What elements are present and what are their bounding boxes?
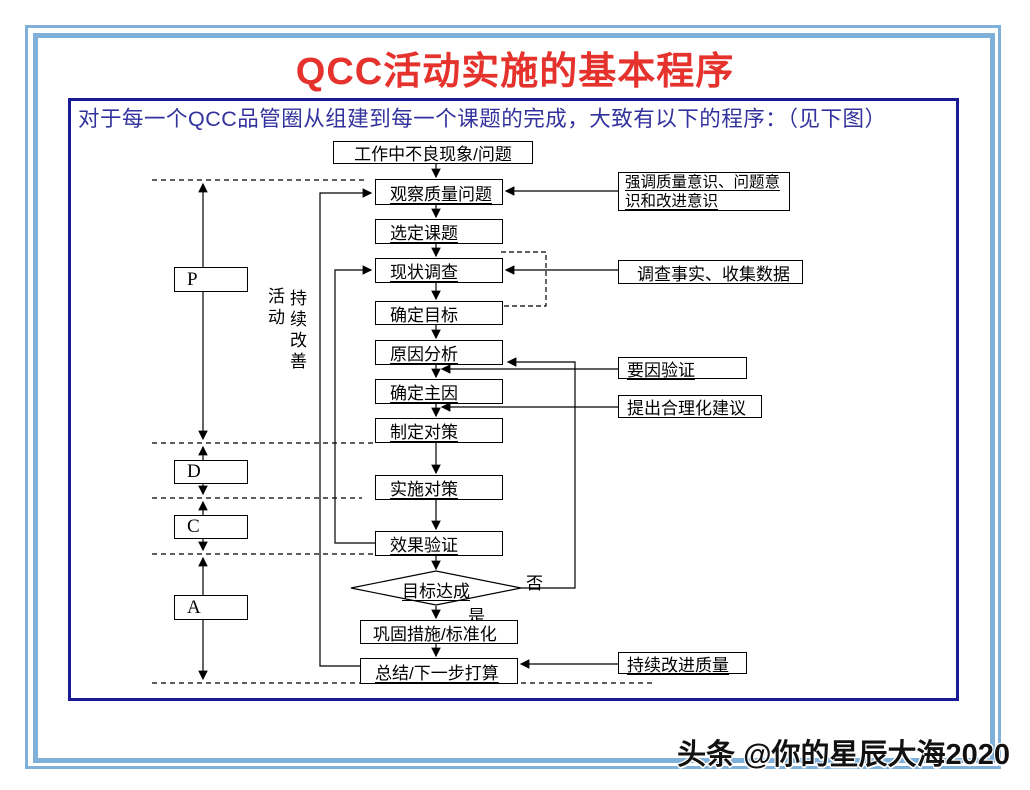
decision-goal-reached: 目标达成	[402, 582, 470, 601]
flow-step-select-topic: 选定课题	[375, 219, 503, 244]
decorative-frame-inner	[33, 33, 995, 763]
decision-no-label: 否	[526, 574, 543, 593]
flow-step-summary-next: 总结/下一步打算	[360, 658, 518, 684]
decorative-frame-outer	[25, 25, 1001, 769]
note-collect-data: 调查事实、收集数据	[618, 260, 803, 284]
page-title: QCC活动实施的基本程序	[295, 51, 735, 93]
flow-step-make-countermeasure: 制定对策	[375, 418, 503, 443]
flow-step-start: 工作中不良现象/问题	[333, 141, 533, 164]
flow-step-standardize: 巩固措施/标准化	[360, 620, 518, 644]
flow-step-observe-quality: 观察质量问题	[375, 179, 503, 205]
pdca-c-box: C	[174, 515, 248, 539]
flow-step-main-cause: 确定主因	[375, 379, 503, 404]
note-continuous-improvement: 持续改进质量	[618, 652, 747, 675]
vertical-label-continuous-improve: 持续改善	[287, 289, 306, 373]
intro-text: 对于每一个QCC品管圈从组建到每一个课题的完成，大致有以下的程序：（见下图）	[78, 107, 887, 131]
flow-step-current-survey: 现状调查	[375, 258, 503, 283]
note-cause-verification: 要因验证	[618, 357, 747, 380]
flow-step-set-target: 确定目标	[375, 301, 503, 325]
vertical-label-activity: 活动	[265, 287, 284, 329]
note-emphasize-awareness: 强调质量意识、问题意识和改进意识	[618, 172, 790, 211]
pdca-a-box: A	[174, 595, 248, 620]
watermark-text: 头条 @你的星辰大海2020	[677, 739, 1010, 771]
note-rational-suggestion: 提出合理化建议	[618, 395, 762, 418]
flow-step-verify-effect: 效果验证	[375, 531, 503, 556]
flow-step-cause-analysis: 原因分析	[375, 340, 503, 365]
pdca-p-box: P	[174, 267, 248, 292]
pdca-d-box: D	[174, 460, 248, 484]
flow-step-implement: 实施对策	[375, 475, 503, 500]
